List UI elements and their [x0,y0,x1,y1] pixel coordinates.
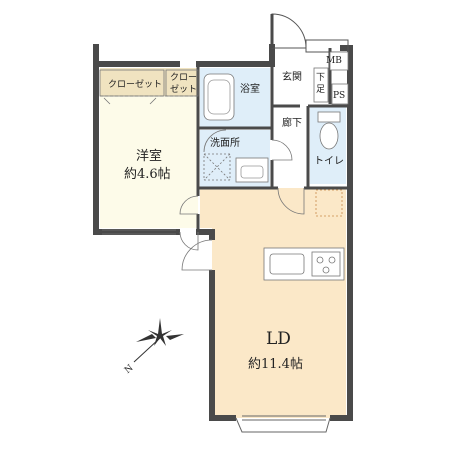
ps-label: PS [333,91,345,101]
closet-floor [100,68,198,96]
ld-name: LD [266,329,291,349]
corridor-door-icon [271,139,293,161]
shoebox-label-line1: 下 [316,73,325,83]
corridor-label: 廊下 [282,116,302,129]
balcony-door-icon [179,231,199,251]
ld-floor [200,188,346,418]
washer-pan-icon [203,153,231,181]
toilet-label: トイレ [314,156,344,167]
closet-door-icon [103,97,157,105]
western-door-icon [179,195,199,215]
exterior-walls [93,44,353,421]
closets [99,69,199,97]
entrance-label: 玄関 [282,70,302,83]
bath-label: 浴室 [240,82,260,95]
closet2-label-line2: ゼット [170,83,197,95]
closet2-label-line1: クロー [170,72,197,83]
shoebox-label-line2: 足 [316,84,325,95]
bathtub-icon [203,73,235,121]
compass-north-label: N [123,363,136,376]
toilet-icon [317,111,341,150]
mb-label: MB [326,56,342,66]
kitchen-sink-icon [269,253,305,275]
western-room-size: 約4.6帖 [124,167,171,182]
ld-size: 約11.4帖 [248,357,303,372]
entry-door-icon [271,13,307,49]
ld-entry-door-icon [277,187,305,215]
compass-icon [133,318,184,363]
closet-label: クローゼット [108,78,162,90]
western-room-name: 洋室 [136,148,162,164]
side-door-icon [181,239,213,271]
shoebox [313,67,329,103]
windows [102,229,331,433]
washroom-label: 洗面所 [210,137,240,149]
stove-icon [311,251,341,277]
